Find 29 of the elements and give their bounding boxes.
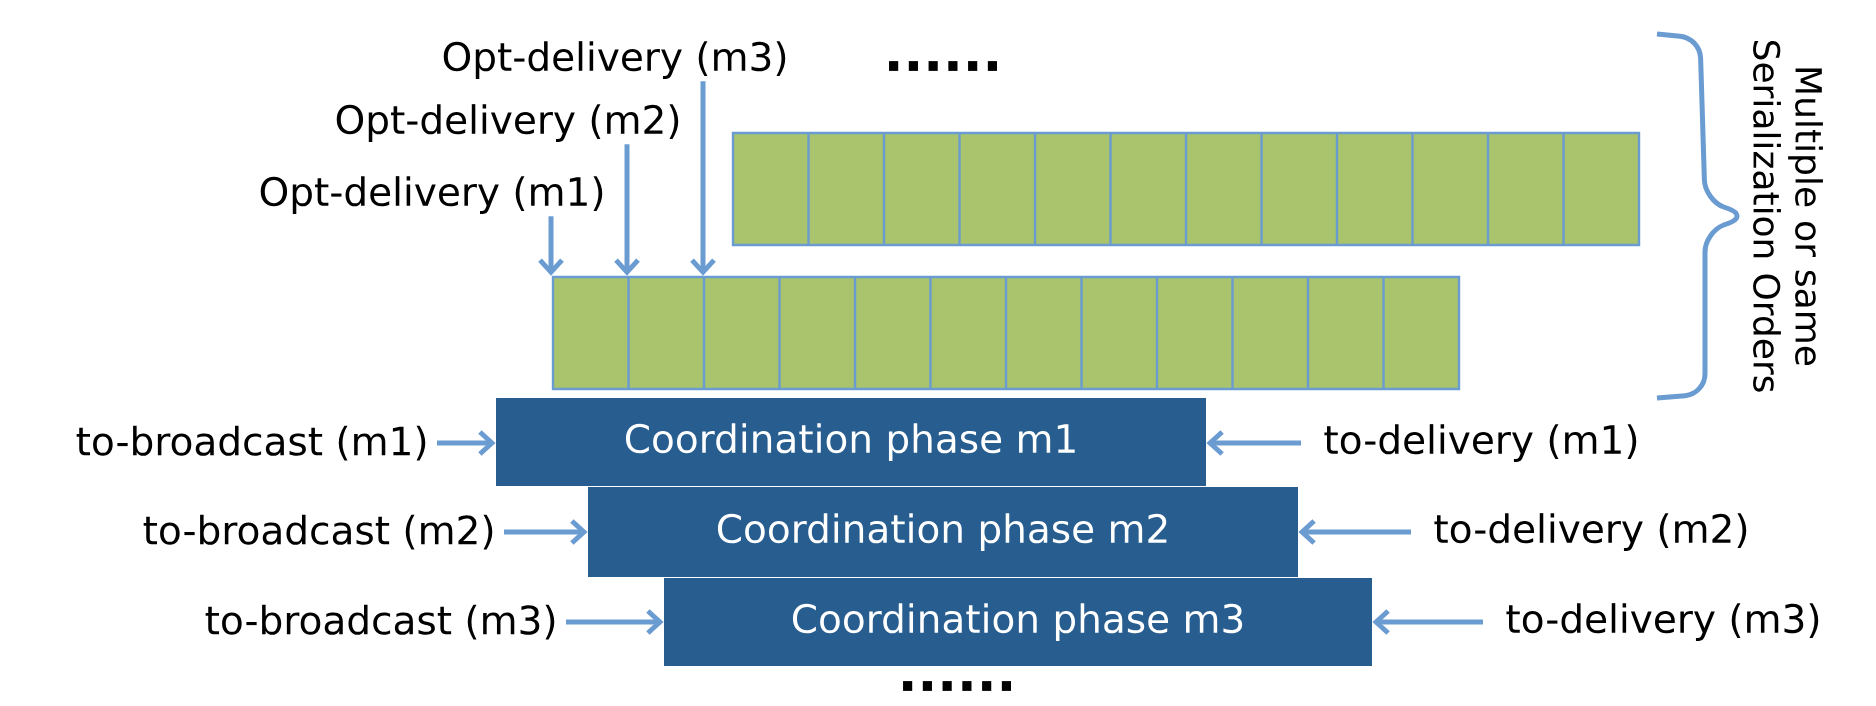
event-label: to-broadcast (m2): [143, 514, 493, 550]
ellipsis: ......: [889, 61, 997, 71]
arrow: [1298, 519, 1411, 545]
node-label: Coordination phase m2: [717, 513, 1167, 551]
event-label: to-delivery (m3): [1506, 603, 1819, 641]
ellipsis: ......: [903, 681, 1011, 691]
arrow: [566, 609, 664, 635]
arrow: [538, 216, 564, 276]
arrow: [614, 144, 640, 276]
arrow: [504, 519, 588, 545]
arrow: [1206, 430, 1301, 456]
node-label: Coordination phase m1: [625, 423, 1075, 461]
event-label: to-delivery (m2): [1434, 513, 1747, 551]
sequence-row: [551, 275, 1461, 391]
arrow: [437, 430, 496, 456]
event-label: to-broadcast (m1): [76, 425, 426, 461]
brace-label: Multiple or same Serialization Orders: [1753, 40, 1823, 392]
sequence-row: [731, 131, 1641, 247]
event-label: to-delivery (m1): [1324, 424, 1637, 462]
node-label: Coordination phase m3: [792, 603, 1243, 641]
phase-box: Coordination phase m2: [588, 487, 1298, 577]
phase-box: Coordination phase m1: [496, 398, 1206, 486]
event-label: to-broadcast (m3): [205, 604, 555, 640]
event-label: Opt-delivery (m2): [336, 104, 679, 142]
arrow: [690, 81, 716, 276]
phase-box: Coordination phase m3: [664, 578, 1372, 666]
arrow: [1372, 609, 1483, 635]
event-label: Opt-delivery (m1): [260, 176, 603, 214]
event-label: Opt-delivery (m3): [443, 41, 786, 79]
